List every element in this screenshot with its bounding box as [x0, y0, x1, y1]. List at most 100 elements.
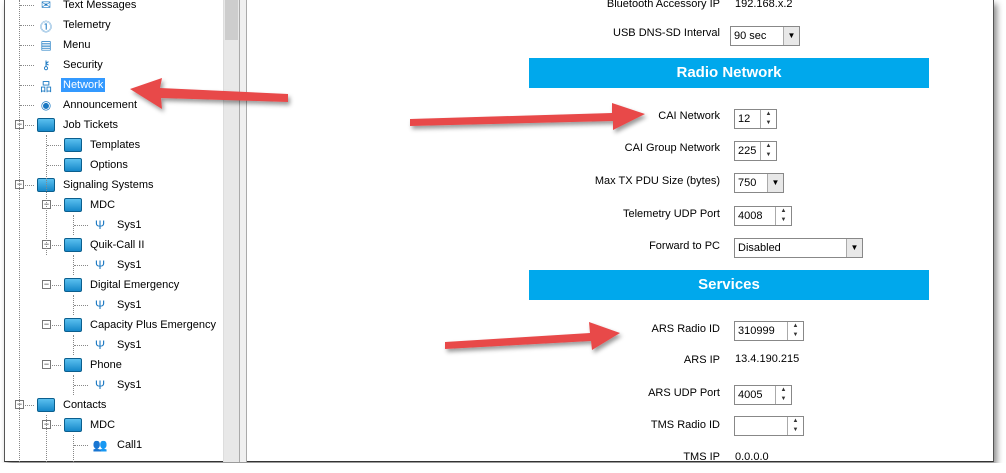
tree-item[interactable]: ◉ Announcement: [37, 95, 139, 115]
ars-udp-value: 4005: [738, 389, 763, 401]
tree-connector: [20, 185, 34, 186]
ars-radio-id-input[interactable]: 310999 ▲▼: [734, 321, 804, 341]
tree-connector: [20, 25, 34, 26]
spinner-arrows-icon[interactable]: ▲▼: [787, 417, 803, 435]
usb-interval-select[interactable]: 90 sec▼: [730, 26, 800, 46]
telemetry-101-icon: ⓵: [39, 20, 52, 34]
envelope-icon: ✉: [40, 0, 52, 12]
speaker-icon: ◉: [40, 98, 52, 112]
tree-connector: [19, 0, 20, 462]
tree-connector: [73, 435, 74, 462]
tms-ip-value: 0.0.0.0: [735, 451, 769, 463]
tree-item[interactable]: Templates: [64, 135, 142, 155]
antenna-icon: Ψ: [94, 298, 106, 312]
folder-icon: [64, 198, 82, 212]
tms-radio-id-input[interactable]: ▲▼: [734, 416, 804, 436]
tree-connector: [47, 365, 61, 366]
tree-item[interactable]: MDC: [64, 195, 117, 215]
tree-item[interactable]: Ψ Sys1: [91, 375, 143, 395]
tree-item[interactable]: 👥Call1: [91, 435, 144, 455]
tree-item-label: Call1: [117, 439, 143, 451]
tree-item-label: Sys1: [117, 339, 142, 351]
tree-item[interactable]: MDC: [64, 415, 117, 435]
key-icon: ⚷: [41, 58, 51, 72]
chevron-down-icon[interactable]: ▼: [767, 174, 783, 192]
folder-icon: [64, 138, 82, 152]
tree-connector: [20, 105, 34, 106]
tree-item-label: Templates: [90, 139, 141, 151]
spinner-arrows-icon[interactable]: ▲▼: [760, 110, 776, 128]
forward-to-pc-select[interactable]: Disabled▼: [734, 238, 863, 258]
tree-item-label: Options: [90, 159, 128, 171]
tree-item[interactable]: Signaling Systems: [37, 175, 156, 195]
tree-connector: [20, 65, 34, 66]
tree-item[interactable]: ▤Menu: [37, 35, 93, 55]
ars-ip-label: ARS IP: [683, 354, 720, 366]
tree-connector: [20, 5, 34, 6]
tree-item-label: Sys1: [117, 379, 142, 391]
max-pdu-select[interactable]: 750 ▼: [734, 173, 784, 193]
spinner-arrows-icon[interactable]: ▲▼: [775, 207, 791, 225]
ars-radio-id-value: 310999: [738, 325, 775, 337]
cai-group-value: 225: [738, 145, 757, 157]
spinner-arrows-icon[interactable]: ▲▼: [760, 142, 776, 160]
tree-item-label: Sys1: [117, 259, 142, 271]
collapse-toggle-icon[interactable]: −: [42, 319, 51, 329]
folder-icon: [64, 278, 82, 292]
tree-item-label: Capacity Plus Emergency: [90, 319, 216, 331]
antenna-icon: Ψ: [94, 218, 106, 232]
chevron-down-icon[interactable]: ▼: [846, 239, 862, 257]
tree-item[interactable]: Ψ Sys1: [91, 215, 143, 235]
spinner-arrows-icon[interactable]: ▲▼: [787, 322, 803, 340]
tree-item[interactable]: Options: [64, 155, 130, 175]
tree-scrollbar[interactable]: [223, 0, 239, 462]
chevron-down-icon[interactable]: ▼: [783, 27, 799, 45]
tree-item-label: Sys1: [117, 219, 142, 231]
services-header: Services: [529, 270, 929, 300]
tree-item[interactable]: Digital Emergency: [64, 275, 181, 295]
cai-group-input[interactable]: 225▲▼: [734, 141, 777, 161]
tree-connector: [74, 305, 88, 306]
tree-connector: [47, 325, 61, 326]
ars-udp-input[interactable]: 4005 ▲▼: [734, 385, 792, 405]
tree-connector: [47, 205, 61, 206]
tree-item-label: Job Tickets: [63, 119, 119, 131]
tree-connector: [47, 245, 61, 246]
tree-item[interactable]: ⚷Security: [37, 55, 105, 75]
tree-item[interactable]: Job Tickets: [37, 115, 120, 135]
tree-item[interactable]: ✉Text Messages: [37, 0, 138, 15]
network-icon: 品: [39, 80, 52, 94]
tree-connector: [47, 165, 61, 166]
collapse-toggle-icon[interactable]: −: [42, 359, 51, 369]
max-pdu-value: 750: [738, 177, 757, 189]
tree-connector: [47, 145, 61, 146]
tree-item[interactable]: Contacts: [37, 395, 108, 415]
tree-item-label: Announcement: [63, 99, 137, 111]
tree-item-label: Contacts: [63, 399, 107, 411]
cai-network-input[interactable]: 12 ▲▼: [734, 109, 777, 129]
antenna-icon: Ψ: [94, 258, 106, 272]
splitter[interactable]: [239, 0, 247, 462]
ars-ip-value: 13.4.190.215: [735, 353, 800, 365]
spinner-arrows-icon[interactable]: ▲▼: [775, 386, 791, 404]
torn-edge: [0, 463, 1006, 473]
folder-icon: [64, 318, 82, 332]
cai-network-value: 12: [738, 113, 751, 125]
tree-item-label: MDC: [90, 199, 116, 211]
tree-connector: [47, 425, 61, 426]
telemetry-port-input[interactable]: 4008▲▼: [734, 206, 792, 226]
tree-item[interactable]: Quik-Call II: [64, 235, 146, 255]
tree-item[interactable]: Capacity Plus Emergency: [64, 315, 218, 335]
tree-item[interactable]: Phone: [64, 355, 124, 375]
tree-connector: [74, 445, 88, 446]
tree-item[interactable]: Ψ Sys1: [91, 255, 143, 275]
antenna-icon: Ψ: [94, 378, 106, 392]
folder-icon: [64, 418, 82, 432]
collapse-toggle-icon[interactable]: −: [42, 279, 51, 289]
tree-connector: [74, 385, 88, 386]
scrollbar-thumb[interactable]: [225, 0, 238, 40]
